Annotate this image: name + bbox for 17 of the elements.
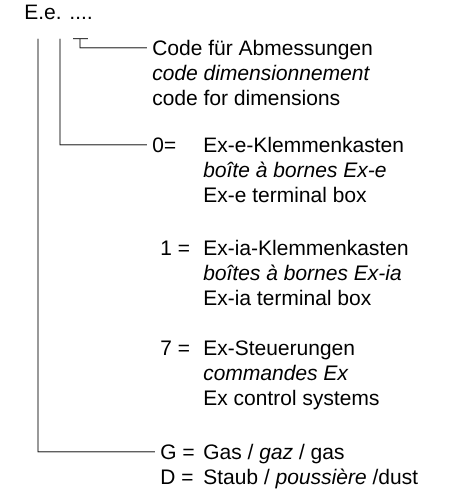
code-description: G = Gas / gaz / gas D = Staub / poussière /dust (161, 444, 418, 488)
label: Ex control systems (204, 390, 379, 410)
label: 7 = (161, 340, 189, 355)
label: Ex-ia terminal box (204, 290, 371, 306)
label: boîtes à bornes Ex-ia (203, 264, 401, 280)
code-heading: E.e. .... (26, 4, 91, 20)
label: commandes Ex (204, 364, 348, 380)
leader-line (38, 38, 156, 452)
code-description: 1 = Ex-ia-Klemmenkasten boîtes à bornes Ex-ia Ex-ia terminal box (162, 240, 408, 306)
label: Ex-ia-Klemmenkasten (204, 240, 408, 256)
code-description: 0= Ex-e-Klemmenkasten boîte à bornes Ex-e Ex-e terminal box (153, 136, 403, 202)
leader-line (72, 38, 148, 48)
leader-line (60, 38, 148, 146)
label: 1 = (162, 240, 189, 256)
code-description: Code für Abmessungen code dimensionnement code for dimensions (152, 40, 372, 106)
code-description: 7 = Ex-Steuerungen commandes Ex Ex control systems (161, 340, 379, 410)
label: Ex-Steuerungen (204, 340, 354, 360)
